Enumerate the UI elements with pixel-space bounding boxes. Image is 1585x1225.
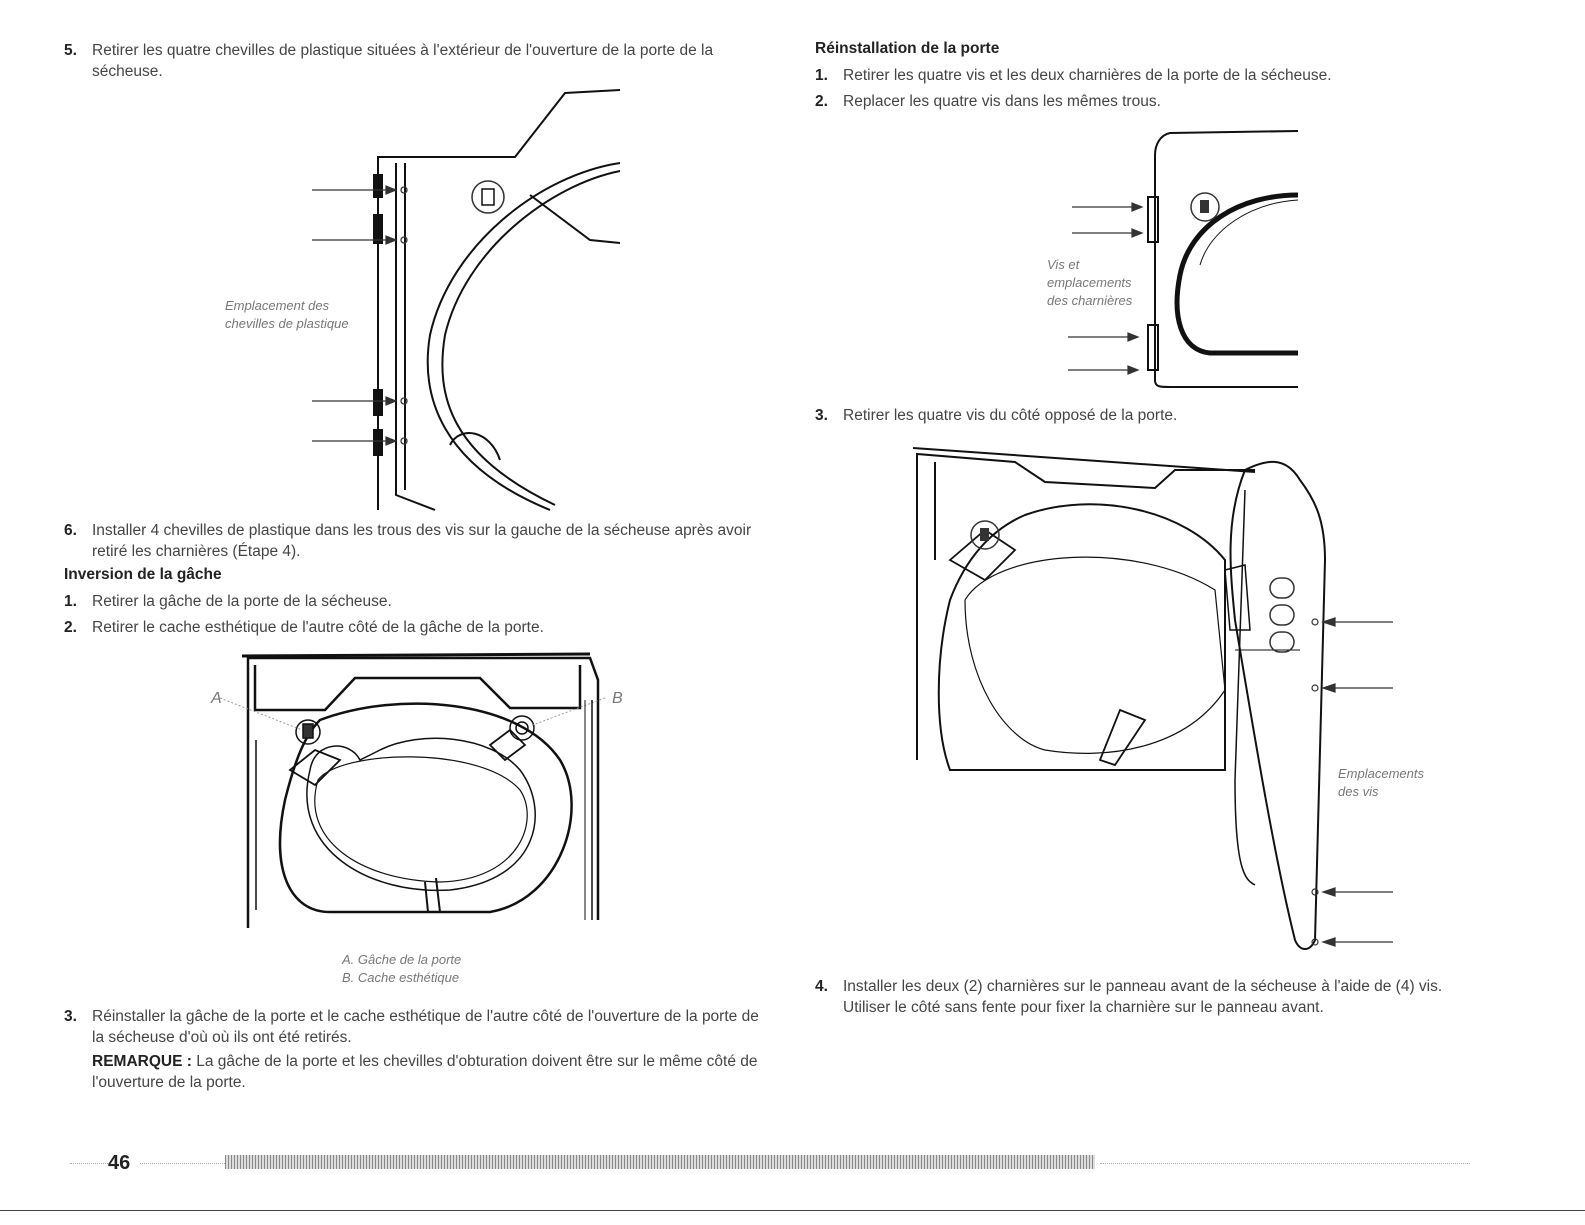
footer-bar — [225, 1155, 1095, 1169]
step-text: Installer 4 chevilles de plastique dans … — [92, 522, 752, 560]
step-number: 1. — [815, 67, 828, 84]
step-2: 2. Retirer le cache esthétique de l'autr… — [64, 617, 774, 638]
step-2: 2. Replacer les quatre vis dans les même… — [815, 91, 1515, 112]
step-number: 6. — [64, 522, 77, 539]
figure-plastic-plug-locations — [312, 89, 621, 511]
footer-rule-right — [1100, 1163, 1470, 1164]
figure-caption: Emplacements des vis — [1338, 766, 1424, 799]
step-5: 5. Retirer les quatre chevilles de plast… — [64, 40, 774, 82]
footer-rule-left — [70, 1163, 110, 1164]
step-number: 3. — [815, 407, 828, 424]
step-number: 3. — [64, 1008, 77, 1025]
figure-caption: A. Gâche de la porte B. Cache esthétique — [342, 952, 462, 985]
figure-caption: Emplacement des chevilles de plastique — [225, 298, 349, 331]
step-3: 3. Retirer les quatre vis du côté opposé… — [815, 405, 1515, 426]
step-text: Replacer les quatre vis dans les mêmes t… — [843, 93, 1161, 110]
section-heading: Inversion de la gâche — [64, 566, 222, 583]
step-3: 3. Réinstaller la gâche de la porte et l… — [64, 1006, 774, 1048]
step-text: Retirer la gâche de la porte de la séche… — [92, 593, 392, 610]
note: REMARQUE : La gâche de la porte et les c… — [92, 1051, 772, 1093]
label-b: B — [612, 690, 623, 707]
footer-rule-left — [140, 1163, 225, 1164]
section-heading: Réinstallation de la porte — [815, 40, 1000, 57]
note-text: La gâche de la porte et les chevilles d'… — [92, 1053, 758, 1091]
figure-hinge-locations — [1068, 130, 1299, 388]
step-number: 1. — [64, 593, 77, 610]
step-1: 1. Retirer les quatre vis et les deux ch… — [815, 65, 1515, 86]
step-text: Réinstaller la gâche de la porte et le c… — [92, 1008, 759, 1046]
step-1: 1. Retirer la gâche de la porte de la sé… — [64, 591, 774, 612]
step-number: 2. — [815, 93, 828, 110]
page-bottom-rule — [0, 1210, 1585, 1211]
step-text: Retirer les quatre chevilles de plastiqu… — [92, 42, 714, 80]
label-a: A — [211, 690, 222, 707]
latch-icon — [471, 180, 505, 214]
step-text: Retirer le cache esthétique de l'autre c… — [92, 619, 544, 636]
figure-door-strike — [219, 652, 606, 928]
figure-screw-locations — [912, 447, 1393, 950]
step-text: Installer les deux (2) charnières sur le… — [843, 978, 1443, 1016]
step-number: 5. — [64, 42, 77, 59]
step-number: 2. — [64, 619, 77, 636]
step-6: 6. Installer 4 chevilles de plastique da… — [64, 520, 774, 562]
page-number: 46 — [108, 1152, 131, 1174]
step-number: 4. — [815, 978, 828, 995]
step-text: Retirer les quatre vis et les deux charn… — [843, 67, 1332, 84]
figure-caption: Vis et emplacements des charnières — [1047, 257, 1133, 308]
step-text: Retirer les quatre vis du côté opposé de… — [843, 407, 1178, 424]
note-label: REMARQUE : — [92, 1053, 192, 1070]
step-4: 4. Installer les deux (2) charnières sur… — [815, 976, 1465, 1018]
